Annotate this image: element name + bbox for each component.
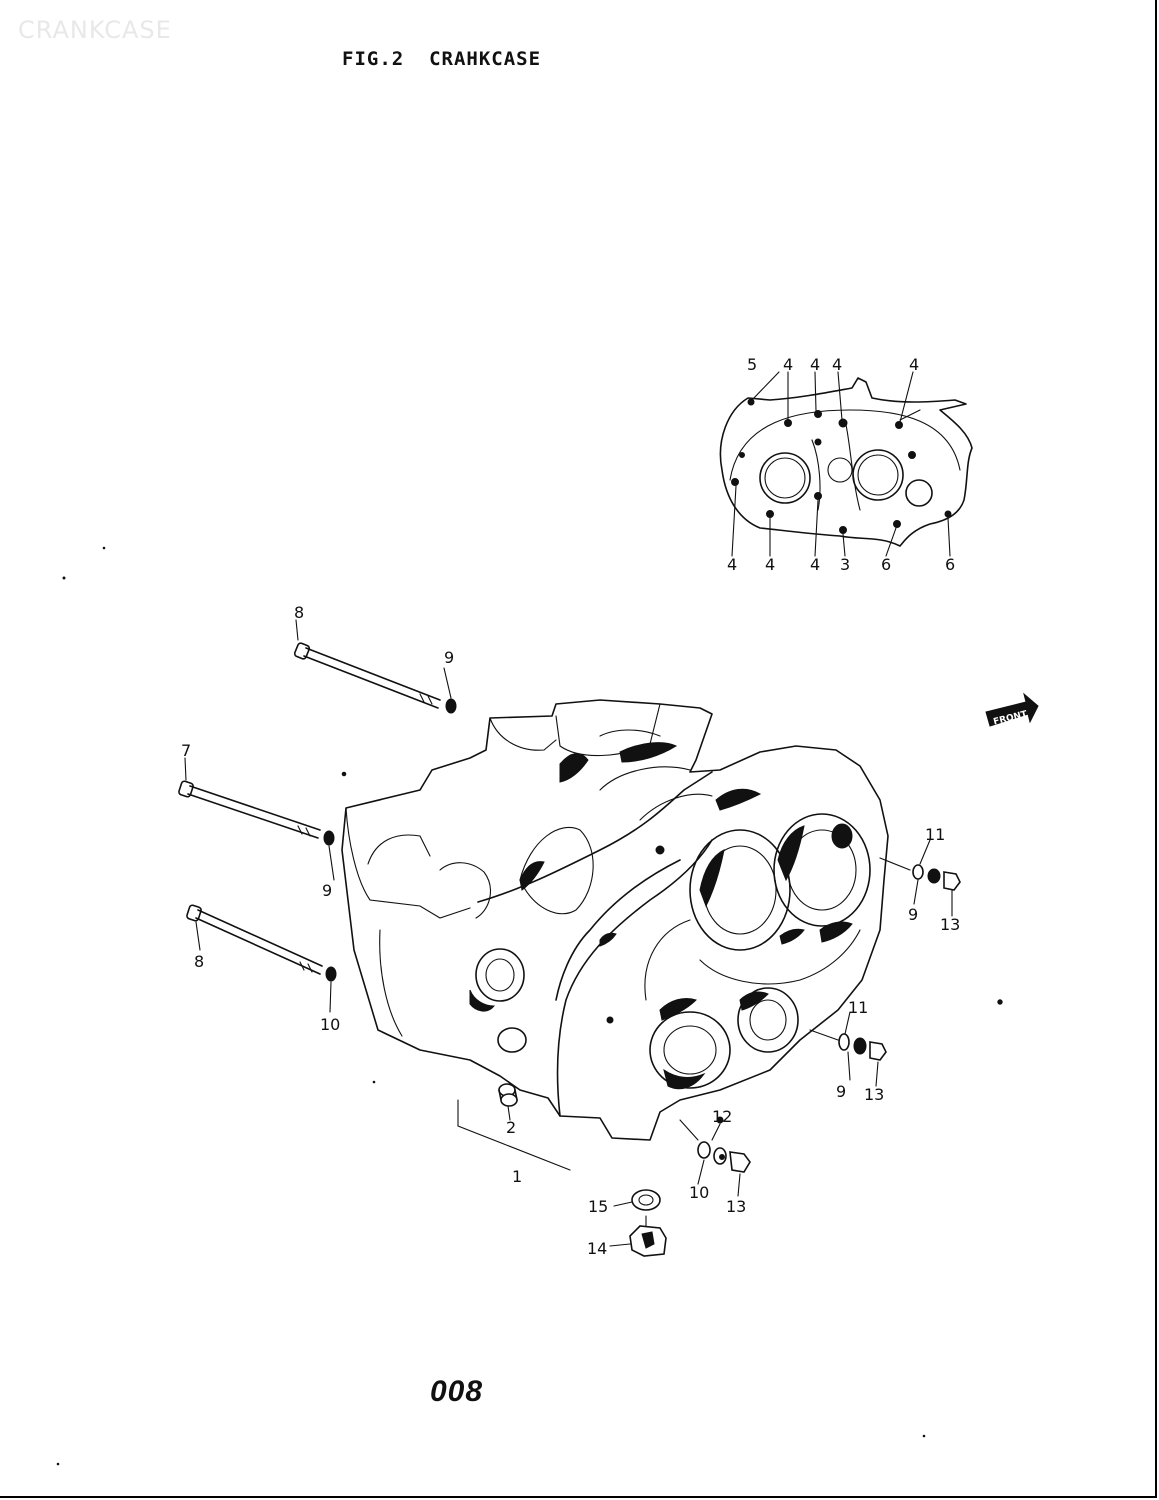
inset-bolt-holes	[731, 398, 952, 534]
crankcase-set-bracket	[457, 1099, 571, 1171]
inset-callout-bottom-4: 3	[840, 555, 850, 574]
inset-callout-bottom-1: 4	[727, 555, 737, 574]
washer-middle	[323, 830, 335, 846]
nut-washer-set-lower	[809, 1029, 887, 1061]
washer-top	[445, 698, 457, 714]
inset-callout-bottom-6: 6	[945, 555, 955, 574]
callout-crankcase-set: 1	[512, 1167, 522, 1186]
drain-plug	[629, 1215, 667, 1257]
washer-bottom	[325, 966, 337, 982]
figure-title: FIG.2 CRAHKCASE	[342, 48, 542, 70]
callout-bolt-middle: 7	[181, 741, 191, 760]
callout-lower-13: 13	[726, 1197, 746, 1216]
inset-callout-top-4: 4	[832, 355, 842, 374]
inset-callout-top-2: 4	[783, 355, 793, 374]
crankcase-mating-face-inset: 5 4 4 4 4 4 4 4 3 6 6	[719, 355, 973, 574]
inset-callout-bottom-3: 4	[810, 555, 820, 574]
watermark-text: CRANKCASE	[18, 16, 172, 44]
inset-callout-bottom-5: 6	[881, 555, 891, 574]
callout-drain-plug: 14	[587, 1239, 607, 1258]
callout-right-upper-9: 9	[908, 905, 918, 924]
scan-specks	[56, 546, 1003, 1466]
stud-bolt-middle	[178, 780, 321, 839]
front-direction-arrow-icon: FRONT	[985, 692, 1039, 728]
inset-callout-top-1: 5	[747, 355, 757, 374]
nut-washer-set-upper	[879, 857, 961, 891]
inset-callout-bottom-2: 4	[765, 555, 775, 574]
callout-washer-bottom: 10	[320, 1015, 340, 1034]
callout-lower-10: 10	[689, 1183, 709, 1202]
callout-right-lower-11: 11	[848, 998, 868, 1017]
callout-right-lower-13: 13	[864, 1085, 884, 1104]
callout-dowel: 2	[506, 1118, 516, 1137]
inset-callout-top-5: 4	[909, 355, 919, 374]
callout-right-upper-11: 11	[925, 825, 945, 844]
nut-washer-set-bottom	[679, 1119, 751, 1173]
callout-right-lower-9: 9	[836, 1082, 846, 1101]
crankcase-halves	[341, 699, 889, 1141]
page-number: 008	[430, 1375, 484, 1408]
callout-bolt-top: 8	[294, 603, 304, 622]
stud-bolt-top	[293, 642, 441, 709]
callout-bolt-bottom: 8	[194, 952, 204, 971]
callout-leaders	[184, 619, 953, 1247]
callout-gasket: 15	[588, 1197, 608, 1216]
inset-callout-top-3: 4	[810, 355, 820, 374]
stud-bolt-bottom	[186, 904, 323, 975]
drain-plug-gasket	[631, 1189, 661, 1211]
callout-lower-12: 12	[712, 1107, 732, 1126]
callout-washer-top: 9	[444, 648, 454, 667]
callout-right-upper-13: 13	[940, 915, 960, 934]
callout-washer-middle: 9	[322, 881, 332, 900]
dowel-pin	[498, 1083, 518, 1107]
